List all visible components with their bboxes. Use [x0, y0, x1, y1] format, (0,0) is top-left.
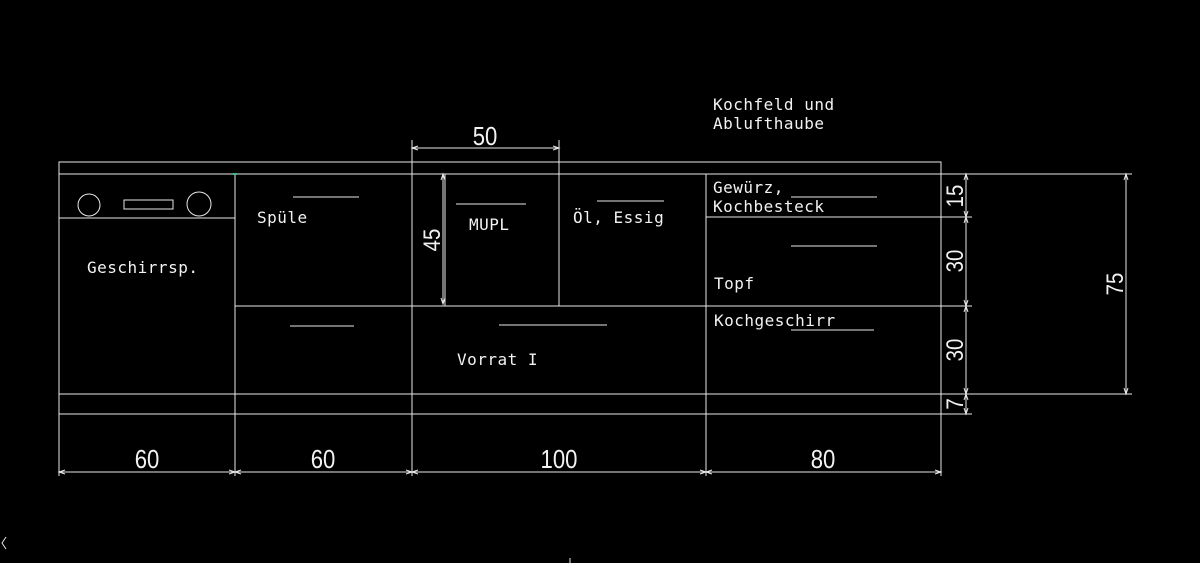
dim-width-2: 60: [311, 445, 336, 474]
label-oil: Öl, Essig: [573, 208, 664, 227]
label-spice-line1: Gewürz,: [713, 178, 784, 197]
dim-total-height: 75: [1101, 273, 1128, 296]
dim-drawer-3: 30: [941, 339, 968, 362]
dim-drawer-1: 15: [941, 185, 968, 208]
label-spice-line2: Kochbesteck: [713, 197, 824, 216]
label-pantry: Vorrat I: [457, 350, 538, 369]
height-dimension-line: [941, 172, 972, 416]
cabinet-frame: [58, 161, 942, 415]
dishwasher-control-panel: [77, 191, 212, 217]
dim-microwave-height: 45: [418, 229, 445, 252]
label-dishwasher: Geschirrsp.: [87, 258, 198, 277]
dim-drawer-2: 30: [941, 250, 968, 273]
label-hob-line2: Ablufthaube: [713, 114, 824, 133]
dim-microwave-width: 50: [473, 122, 498, 151]
label-pot: Topf: [714, 274, 755, 293]
cursor-mark: [1, 536, 7, 550]
dim-plinth: 7: [941, 398, 968, 409]
label-sink: Spüle: [257, 208, 308, 227]
dim-width-4: 80: [811, 445, 836, 474]
label-cookware: Kochgeschirr: [714, 311, 836, 330]
width-dimension-line: [57, 414, 943, 476]
dim-width-3: 100: [541, 445, 578, 474]
dim-width-1: 60: [135, 445, 160, 474]
handles: [290, 196, 877, 331]
microwave-width-dimension: [410, 140, 561, 174]
label-microwave: MUPL: [469, 215, 510, 234]
microwave-height-dimension: [440, 172, 446, 306]
total-height-dimension: [972, 172, 1132, 396]
label-hob-line1: Kochfeld und: [713, 95, 835, 114]
